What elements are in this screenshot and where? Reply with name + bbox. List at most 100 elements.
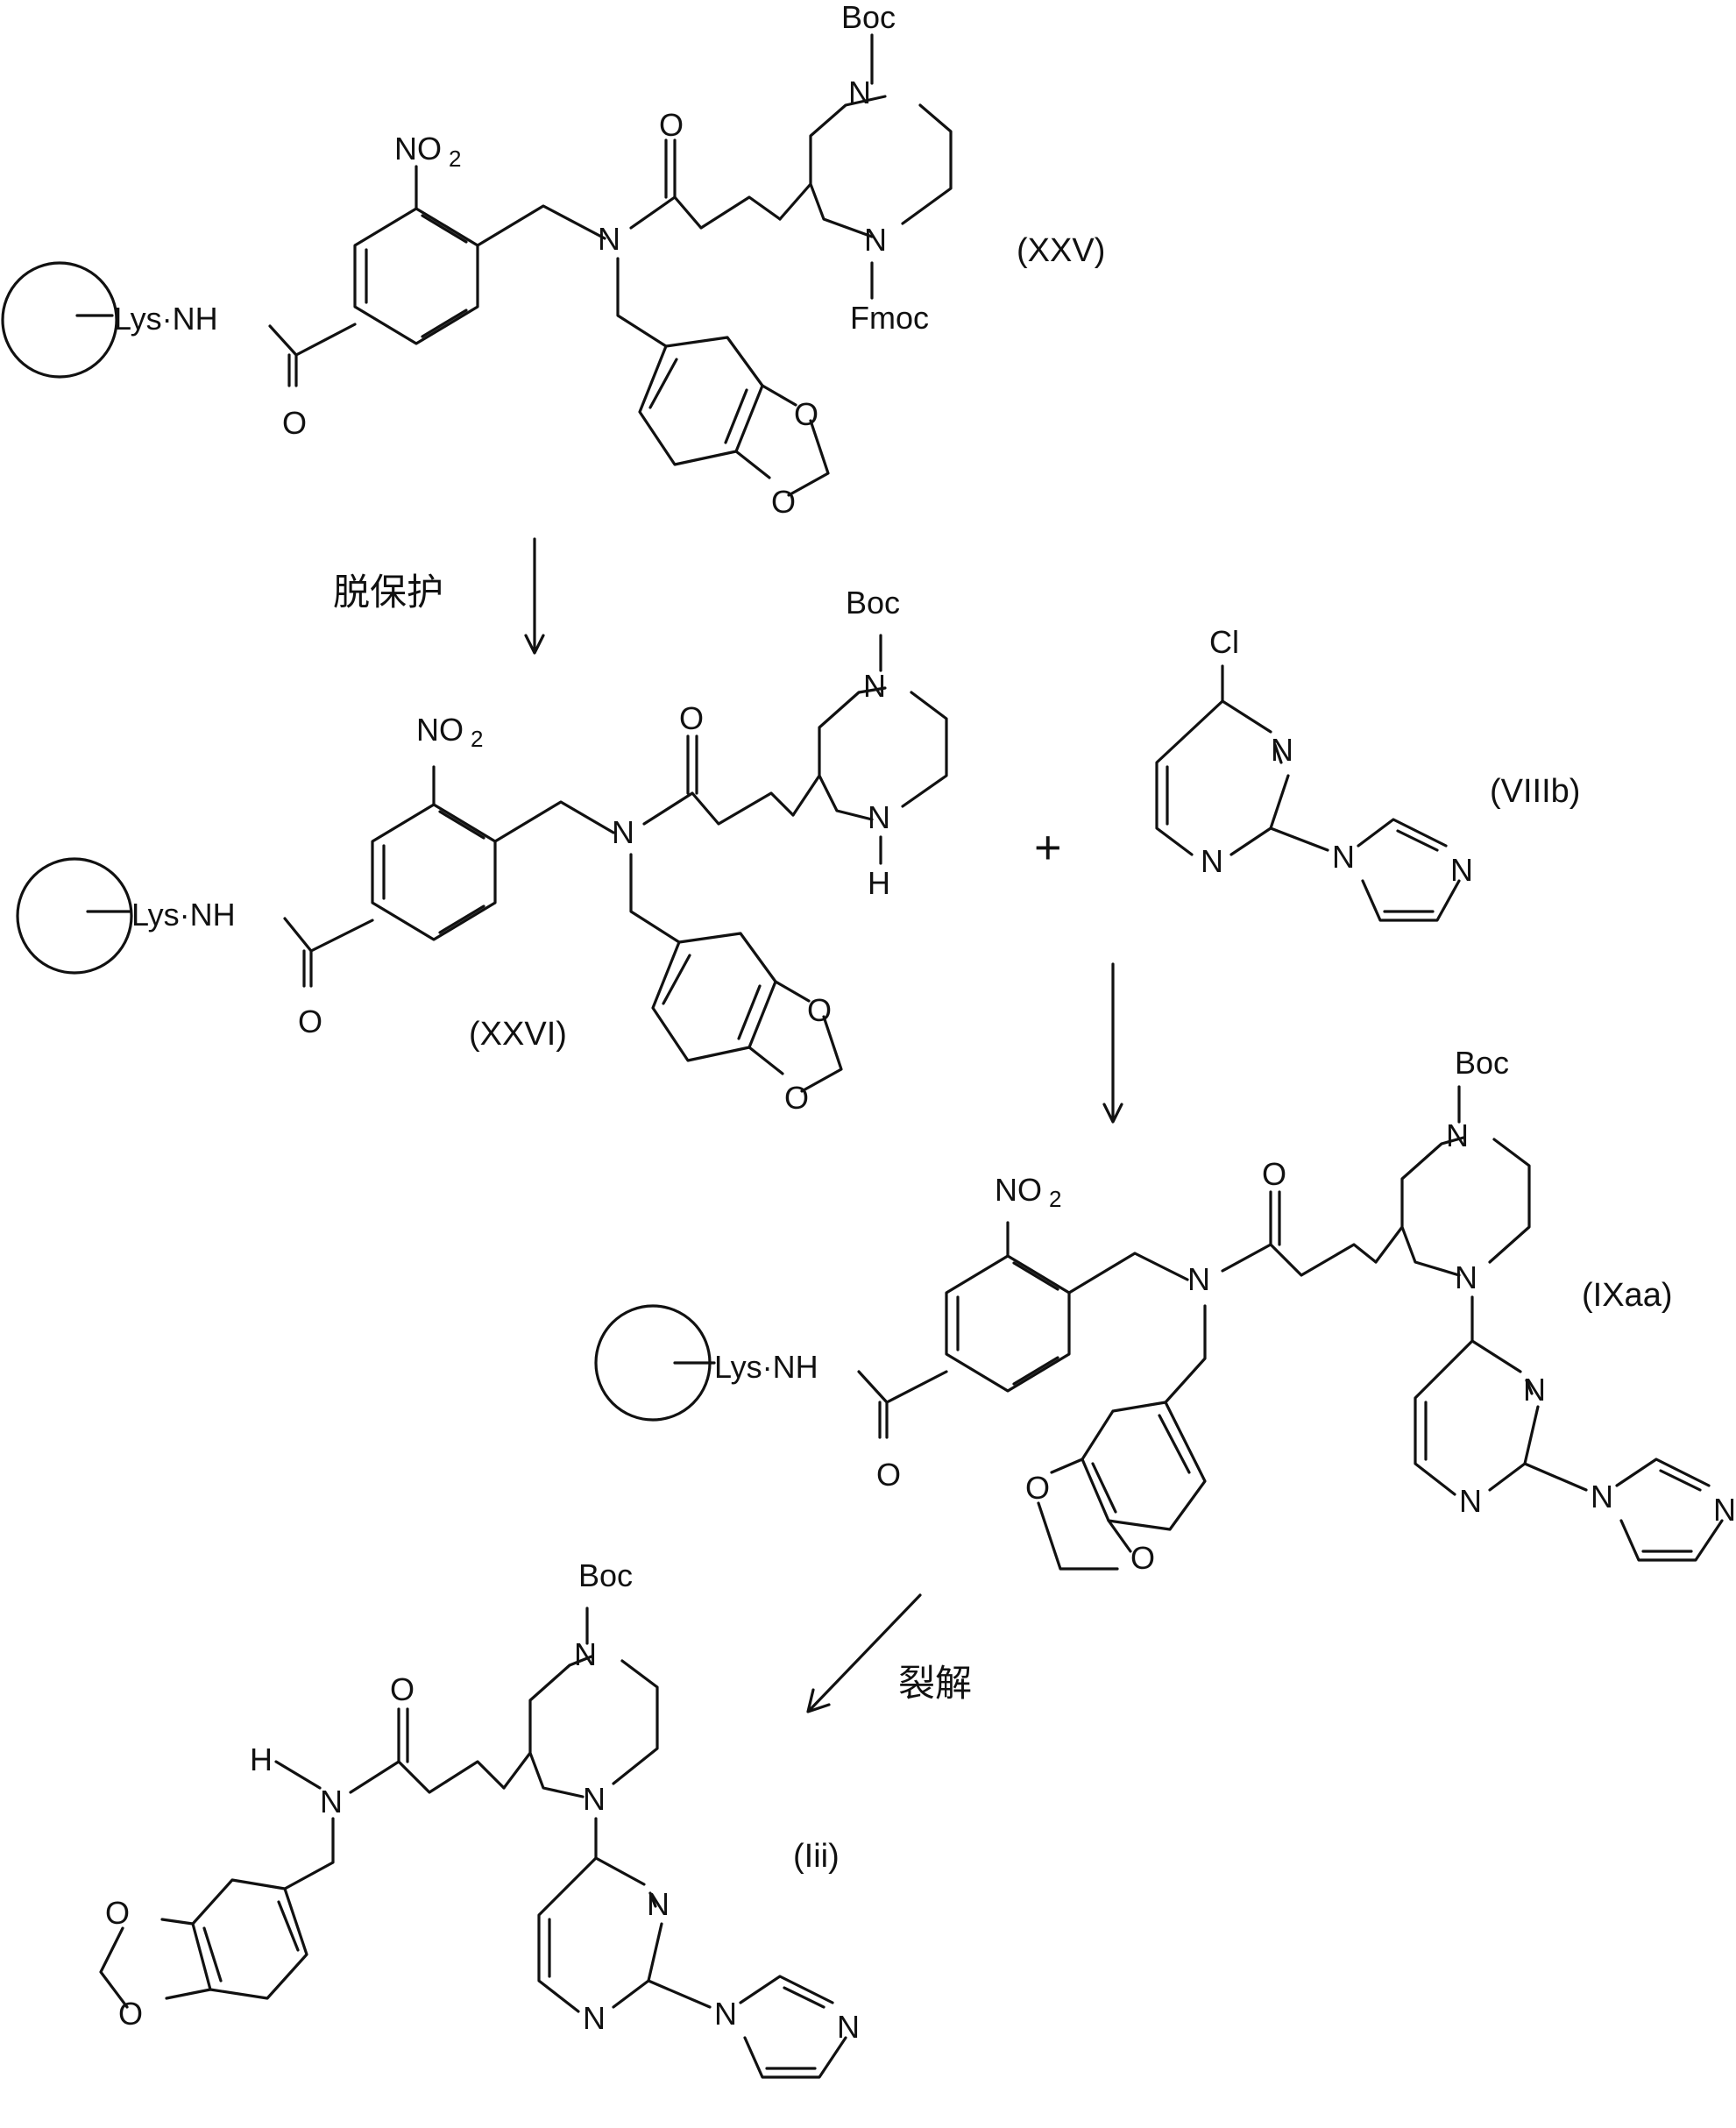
atom-label: O	[118, 1996, 143, 2032]
atom-label: Boc	[841, 0, 896, 35]
bond-line	[618, 259, 666, 346]
bond-line	[285, 919, 372, 986]
bond-line	[1385, 831, 1437, 911]
atom-label: O	[659, 107, 684, 143]
atom-label: NO	[416, 712, 464, 748]
atom-label: O	[1025, 1470, 1050, 1506]
compound-xxv: Lys·NH O NO2 N O N N Boc Fmoc O O (XXV)	[3, 0, 1105, 520]
bond-line	[1525, 1464, 1586, 1490]
bond-line	[539, 1858, 662, 2011]
atom-label: N	[1713, 1492, 1736, 1528]
bond-line	[193, 1880, 307, 1998]
compound-ixaa: Lys·NH O NO2 N O N N Boc N N N N O O (IX…	[596, 1045, 1736, 1576]
bond-line	[666, 140, 675, 197]
resin-bead	[3, 263, 117, 377]
bond-line	[859, 1372, 946, 1437]
bond-line	[1643, 1471, 1700, 1551]
atom-label: N	[583, 2000, 606, 2036]
resin-linker-label: Lys·NH	[714, 1349, 818, 1385]
bond-line	[495, 802, 613, 841]
bond-line	[958, 1263, 1058, 1384]
compound-iii: H N O N N Boc N N N N O O (Iii)	[101, 1557, 860, 2077]
bond-line	[276, 1762, 320, 1788]
bond-line	[1271, 828, 1328, 850]
bond-line	[285, 1819, 333, 1889]
atom-label: Boc	[846, 585, 900, 621]
bond-line	[1222, 1245, 1376, 1275]
atom-label: N	[868, 799, 890, 835]
atom-label: N	[583, 1781, 606, 1817]
atom-label: N	[1271, 732, 1293, 768]
bond-line	[767, 1988, 824, 2068]
bond-line	[1426, 1380, 1532, 1459]
atom-label: N	[1455, 1259, 1477, 1295]
atom-subscript: 2	[471, 726, 483, 752]
bond-line	[204, 1902, 298, 1981]
atom-label: Boc	[1455, 1045, 1509, 1081]
bond-line	[780, 96, 951, 237]
bond-line	[366, 216, 466, 337]
atom-subscript: 2	[449, 145, 461, 172]
bond-line	[478, 206, 605, 245]
label-xxv: (XXV)	[1017, 232, 1105, 269]
atom-label: N	[1446, 1117, 1469, 1153]
atom-label: NO	[394, 131, 442, 167]
bond-line	[653, 933, 776, 1060]
bond-line	[399, 1709, 407, 1762]
atom-label: Cl	[1209, 624, 1239, 660]
resin-linker-label: Lys·NH	[114, 301, 218, 337]
bond-line	[1358, 819, 1459, 920]
atom-label: N	[714, 1996, 737, 2032]
bond-line	[355, 209, 478, 344]
arrow-deprotection: 脱保护	[333, 539, 543, 653]
bond-line	[644, 793, 793, 824]
resin-linker-label: Lys·NH	[131, 897, 236, 933]
atom-label: N	[1591, 1479, 1613, 1514]
compound-xxvi: Lys·NH O NO2 N O N N Boc H O O (XXVI)	[18, 585, 946, 1116]
deprotection-label: 脱保护	[333, 571, 443, 613]
bond-line	[650, 359, 747, 443]
compound-viiib: Cl N N N N (VIIIb)	[1157, 624, 1580, 920]
atom-subscript: 2	[1049, 1186, 1061, 1212]
atom-label: Boc	[578, 1557, 633, 1593]
bond-line	[270, 324, 355, 386]
atom-label: O	[105, 1895, 130, 1931]
bond-line	[688, 736, 697, 793]
atom-label: H	[250, 1741, 273, 1777]
atom-label: N	[864, 222, 887, 258]
atom-label: H	[868, 865, 890, 901]
bond-line	[1069, 1253, 1187, 1293]
atom-label: N	[1201, 843, 1223, 879]
label-viiib: (VIIIb)	[1490, 773, 1580, 810]
bond-line	[631, 855, 679, 942]
cleavage-label: 裂解	[898, 1663, 972, 1704]
bond-line	[549, 1893, 655, 1976]
atom-label: Fmoc	[850, 300, 929, 336]
atom-label: N	[647, 1886, 670, 1922]
atom-label: O	[679, 700, 704, 736]
bond-line	[351, 1762, 504, 1792]
atom-label: NO	[995, 1172, 1042, 1208]
bond-line	[663, 955, 760, 1039]
bond-line	[1376, 1138, 1529, 1275]
bond-line	[1167, 745, 1281, 824]
plus-sign: +	[1034, 821, 1062, 874]
atom-label: O	[1130, 1540, 1155, 1576]
bond-line	[1271, 1192, 1279, 1245]
bond-line	[1093, 1415, 1189, 1512]
resin-bead	[18, 859, 131, 973]
atom-label: N	[320, 1784, 343, 1819]
label-ixaa: (IXaa)	[1582, 1277, 1672, 1314]
atom-label: O	[298, 1004, 322, 1039]
bond-line	[384, 812, 484, 933]
atom-label: O	[784, 1080, 809, 1116]
atom-label: N	[1332, 839, 1355, 875]
bond-line	[1415, 1341, 1538, 1494]
atom-label: O	[876, 1457, 901, 1493]
atom-label: O	[1262, 1156, 1286, 1192]
atom-label: O	[794, 396, 818, 432]
bond-line	[648, 1981, 710, 2007]
bond-line	[504, 1656, 657, 1797]
atom-label: N	[837, 2009, 860, 2045]
atom-label: N	[612, 814, 634, 850]
